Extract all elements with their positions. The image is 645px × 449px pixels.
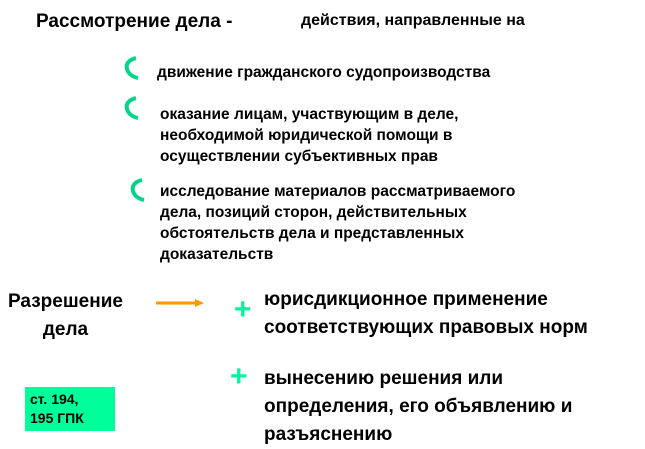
line: осуществлении субъективных прав [160, 148, 438, 165]
plus-icon: + [230, 360, 248, 393]
curved-arrow-icon [124, 56, 139, 80]
title: Рассмотрение дела - [36, 11, 233, 32]
resolution-item-1: юрисдикционное применение соответствующи… [264, 286, 588, 342]
resolution-label: Разрешение дела [8, 288, 123, 344]
line: оказание лицам, участвующим в деле, [160, 106, 459, 123]
line: ст. 194, [30, 391, 79, 407]
line: определения, его объявлению и [264, 396, 573, 417]
line: вынесению решения или [264, 368, 504, 389]
reference-box: ст. 194, 195 ГПК [25, 387, 115, 431]
plus-icon: + [234, 293, 252, 326]
review-item-3: исследование материалов рассматриваемого… [160, 181, 515, 265]
definition-intro: действия, направленные на [301, 12, 525, 29]
review-item-1: движение гражданского судопроизводства [157, 62, 490, 83]
resolution-item-2: вынесению решения или определения, его о… [264, 365, 572, 449]
review-item-2: оказание лицам, участвующим в деле, необ… [160, 104, 458, 167]
line: исследование материалов рассматриваемого [160, 183, 516, 200]
line: обстоятельств дела и представленных [160, 225, 464, 242]
curved-arrow-icon [130, 178, 145, 202]
line: 195 ГПК [30, 410, 84, 426]
line: юрисдикционное применение [264, 289, 548, 310]
line: необходимой юридической помощи в [160, 127, 453, 144]
line: дела, позиций сторон, действительных [160, 204, 467, 221]
line: дела [42, 319, 89, 340]
line: доказательств [160, 246, 274, 263]
line: Разрешение [8, 291, 123, 312]
line: разъяснению [264, 424, 393, 445]
line: соответствующих правовых норм [264, 317, 588, 338]
arrow-icon [156, 299, 204, 307]
curved-arrow-icon [124, 96, 139, 120]
line: движение гражданского судопроизводства [157, 64, 491, 81]
